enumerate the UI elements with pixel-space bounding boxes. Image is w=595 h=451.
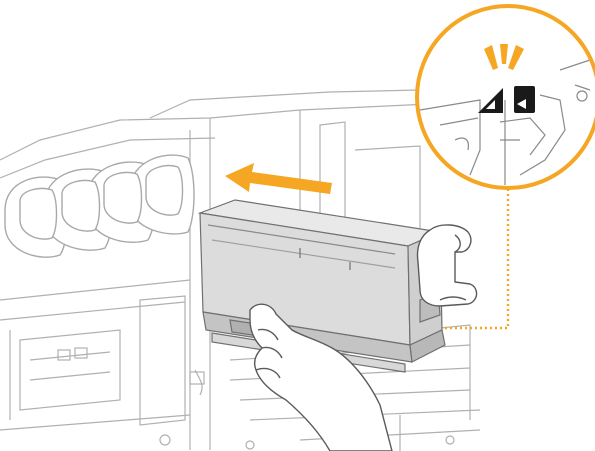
alignment-square-mark-icon bbox=[514, 86, 535, 113]
detail-magnifier bbox=[417, 6, 595, 188]
toner-bays bbox=[5, 155, 194, 257]
right-hand bbox=[418, 225, 477, 306]
insert-arrow-icon bbox=[225, 163, 332, 194]
